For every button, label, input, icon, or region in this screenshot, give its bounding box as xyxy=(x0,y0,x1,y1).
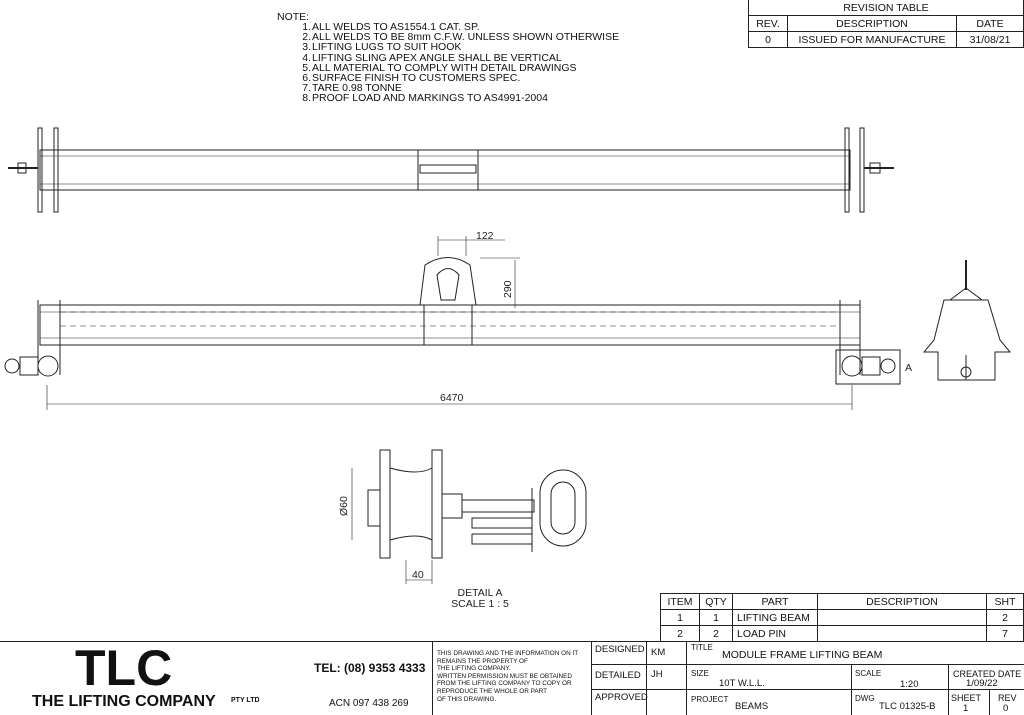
revision-table: REVISION TABLE REV. DESCRIPTION DATE 0 I… xyxy=(748,0,1024,48)
disclaimer-text: THIS DRAWING AND THE INFORMATION ON IT R… xyxy=(437,650,579,703)
beam-end-view xyxy=(922,260,1012,381)
company-logo: TLC xyxy=(75,640,173,696)
note-item: 8.PROOF LOAD AND MARKINGS TO AS4991-2004 xyxy=(302,92,548,105)
divider xyxy=(646,642,647,715)
dwg-label: DWG xyxy=(855,694,875,703)
parts-header-part: PART xyxy=(732,593,818,610)
table-row: 1 1 LIFTING BEAM 2 xyxy=(660,609,1024,626)
beam-top-view xyxy=(8,127,894,213)
notes-heading: NOTE: xyxy=(277,11,310,23)
company-name: THE LIFTING COMPANY xyxy=(32,693,216,710)
divider xyxy=(591,664,1024,665)
divider xyxy=(989,689,990,715)
dimension-lines xyxy=(46,236,853,410)
dim-overall-length: 6470 xyxy=(440,392,464,404)
title-label: TITLE xyxy=(691,643,713,652)
parts-header-qty: QTY xyxy=(699,593,733,610)
rev-value: 0 xyxy=(1003,703,1009,714)
detailed-label: DETAILED xyxy=(595,670,641,681)
divider xyxy=(591,642,592,715)
title-block: TLC THE LIFTING COMPANY PTY LTD TEL: (08… xyxy=(0,641,1024,715)
rev-label: REV xyxy=(998,693,1017,703)
note-item: 4.LIFTING SLING APEX ANGLE SHALL BE VERT… xyxy=(302,51,562,64)
note-item: 6.SURFACE FINISH TO CUSTOMERS SPEC. xyxy=(302,72,521,85)
designed-label: DESIGNED xyxy=(595,644,645,655)
company-acn: ACN 097 438 269 xyxy=(329,698,409,709)
detail-a-scale: SCALE 1 : 5 xyxy=(451,598,509,610)
note-item: 1.ALL WELDS TO AS1554.1 CAT. SP. xyxy=(302,21,480,33)
detailed-value: JH xyxy=(651,669,663,680)
detail-a-view xyxy=(351,449,587,584)
size-value: 10T W.L.L. xyxy=(719,678,765,689)
table-row: 2 2 LOAD PIN 7 xyxy=(660,625,1024,642)
dim-lug-width: 122 xyxy=(476,230,494,242)
note-item: 2.ALL WELDS TO BE 8mm C.F.W. UNLESS SHOW… xyxy=(302,31,620,44)
parts-header-sht: SHT xyxy=(986,593,1024,610)
company-tel: TEL: (08) 9353 4333 xyxy=(314,661,426,675)
project-value: BEAMS xyxy=(735,701,769,712)
parts-header-item: ITEM xyxy=(660,593,700,610)
drawing-title: MODULE FRAME LIFTING BEAM xyxy=(722,649,883,661)
created-date-value: 1/09/22 xyxy=(966,678,998,689)
size-label: SIZE xyxy=(691,669,709,678)
scale-value: 1:20 xyxy=(900,679,919,690)
note-item: 3.LIFTING LUGS TO SUIT HOOK xyxy=(302,41,462,54)
divider xyxy=(948,664,949,715)
divider xyxy=(591,689,1024,690)
created-date-label: CREATED DATE xyxy=(953,669,1022,679)
divider xyxy=(432,642,433,715)
divider xyxy=(686,642,687,715)
parts-header-description: DESCRIPTION xyxy=(817,593,987,610)
divider xyxy=(851,664,852,715)
notes-list: 1.ALL WELDS TO AS1554.1 CAT. SP. 2.ALL W… xyxy=(302,22,619,104)
scale-label: SCALE xyxy=(855,669,882,678)
revision-cell: ISSUED FOR MANUFACTURE xyxy=(787,31,957,48)
detail-a-title: DETAIL A xyxy=(458,587,503,599)
detail-ref-label: A xyxy=(905,362,912,374)
beam-front-view xyxy=(4,257,901,385)
dim-lug-height: 290 xyxy=(502,280,514,298)
dim-pin-dia: Ø60 xyxy=(338,496,350,516)
note-item: 7.TARE 0.98 TONNE xyxy=(302,82,402,95)
designed-value: KM xyxy=(651,647,666,658)
company-suffix: PTY LTD xyxy=(231,697,260,704)
approved-label: APPROVED xyxy=(595,692,648,703)
parts-table: ITEM QTY PART DESCRIPTION SHT 1 1 LIFTIN… xyxy=(660,593,1024,642)
revision-cell: 31/08/21 xyxy=(956,31,1024,48)
project-label: PROJECT xyxy=(691,695,729,704)
dwg-value: TLC 01325-B xyxy=(879,701,936,712)
note-item: 5.ALL MATERIAL TO COMPLY WITH DETAIL DRA… xyxy=(302,61,577,74)
dim-pin-offset: 40 xyxy=(412,569,424,581)
drawing-canvas: 122 290 6470 A Ø60 40 DETAIL A SCALE 1 :… xyxy=(4,127,1012,610)
sheet-label: SHEET xyxy=(951,693,982,703)
sheet-value: 1 xyxy=(963,703,969,714)
